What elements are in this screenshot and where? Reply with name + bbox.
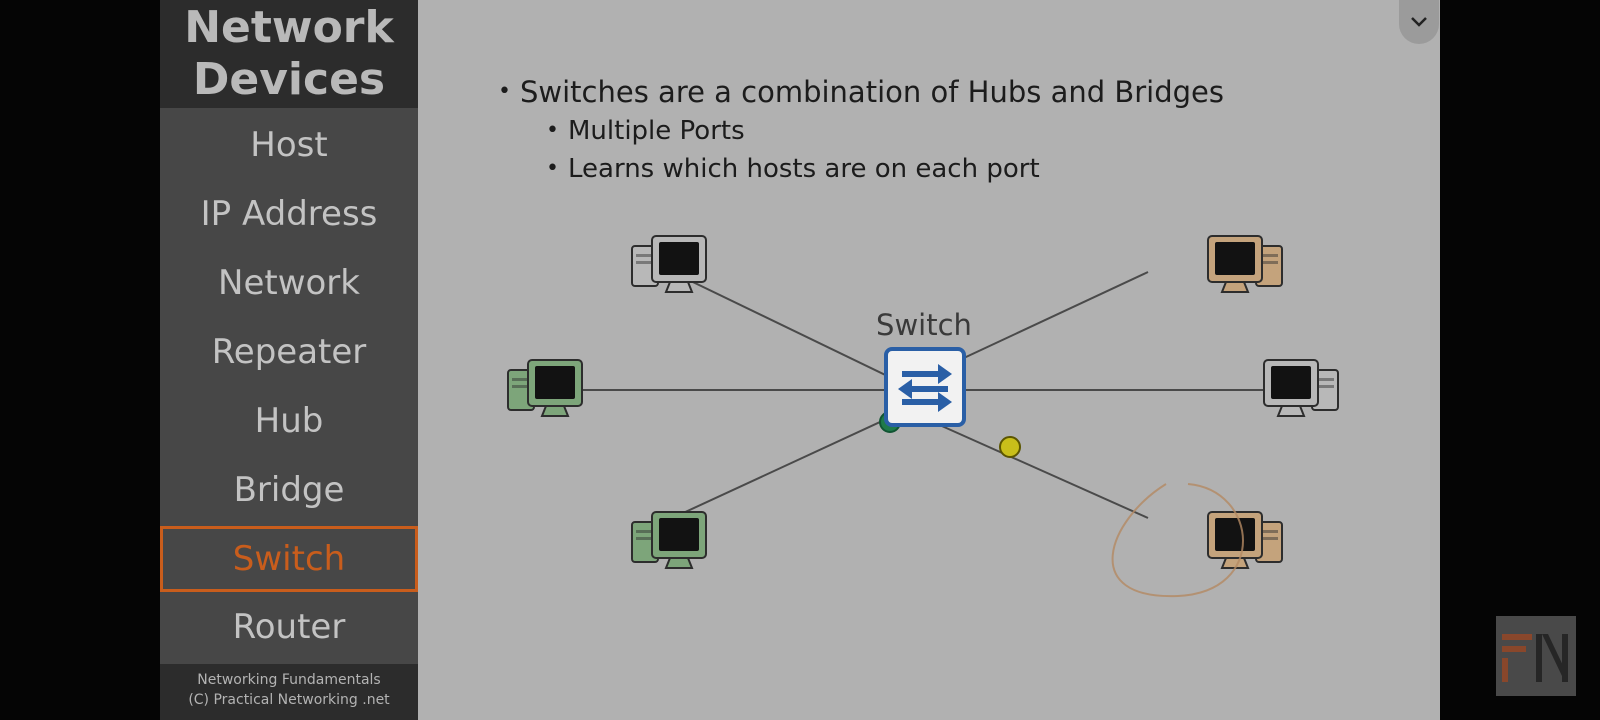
bullet-main: Switches are a combination of Hubs and B…	[498, 72, 1224, 112]
sidebar-item-switch[interactable]: Switch	[160, 526, 418, 592]
sidebar-item-hub[interactable]: Hub	[254, 401, 324, 441]
link-bottom-left	[667, 409, 907, 521]
sidebar-title-line1: Network	[184, 2, 394, 53]
footer-line2: (C) Practical Networking .net	[188, 692, 390, 708]
sidebar-footer: Networking Fundamentals (C) Practical Ne…	[160, 664, 418, 720]
sidebar-title-line2: Devices	[192, 54, 386, 105]
highlight-circle	[1111, 483, 1244, 598]
sidebar-item-bridge[interactable]: Bridge	[233, 470, 345, 510]
sidebar-item-ip-address[interactable]: IP Address	[200, 194, 378, 234]
sidebar-item-repeater[interactable]: Repeater	[211, 332, 367, 372]
slide: Switches are a combination of Hubs and B…	[418, 0, 1440, 720]
sidebar-item-host[interactable]: Host	[250, 125, 328, 165]
bullet-list: Switches are a combination of Hubs and B…	[498, 72, 1224, 188]
computer-icon	[507, 359, 583, 417]
footer-line1: Networking Fundamentals	[197, 672, 381, 688]
switch-icon	[884, 347, 966, 427]
link-bottom-right	[905, 409, 1149, 519]
sub-bullet-ports: Multiple Ports	[546, 112, 1224, 150]
sidebar-title: Network Devices	[160, 0, 418, 108]
computer-icon	[631, 511, 707, 569]
network-links	[578, 269, 1276, 521]
sidebar-item-network[interactable]: Network	[218, 263, 360, 303]
sidebar-item-router[interactable]: Router	[232, 607, 346, 647]
sub-bullet-learns: Learns which hosts are on each port	[546, 150, 1224, 188]
computer-icon	[1207, 235, 1283, 293]
link-top-left	[667, 269, 907, 386]
pn-logo-icon	[1496, 616, 1576, 696]
sidebar: Network Devices Host IP Address Network …	[160, 0, 418, 720]
chevron-down-icon	[1411, 17, 1427, 27]
network-diagram: Switch	[507, 235, 1339, 598]
computer-icon	[1263, 359, 1339, 417]
collapse-button[interactable]	[1399, 0, 1439, 44]
switch-label: Switch	[876, 308, 972, 342]
computer-icon	[1207, 511, 1283, 569]
frame-dot-yellow	[999, 436, 1021, 458]
